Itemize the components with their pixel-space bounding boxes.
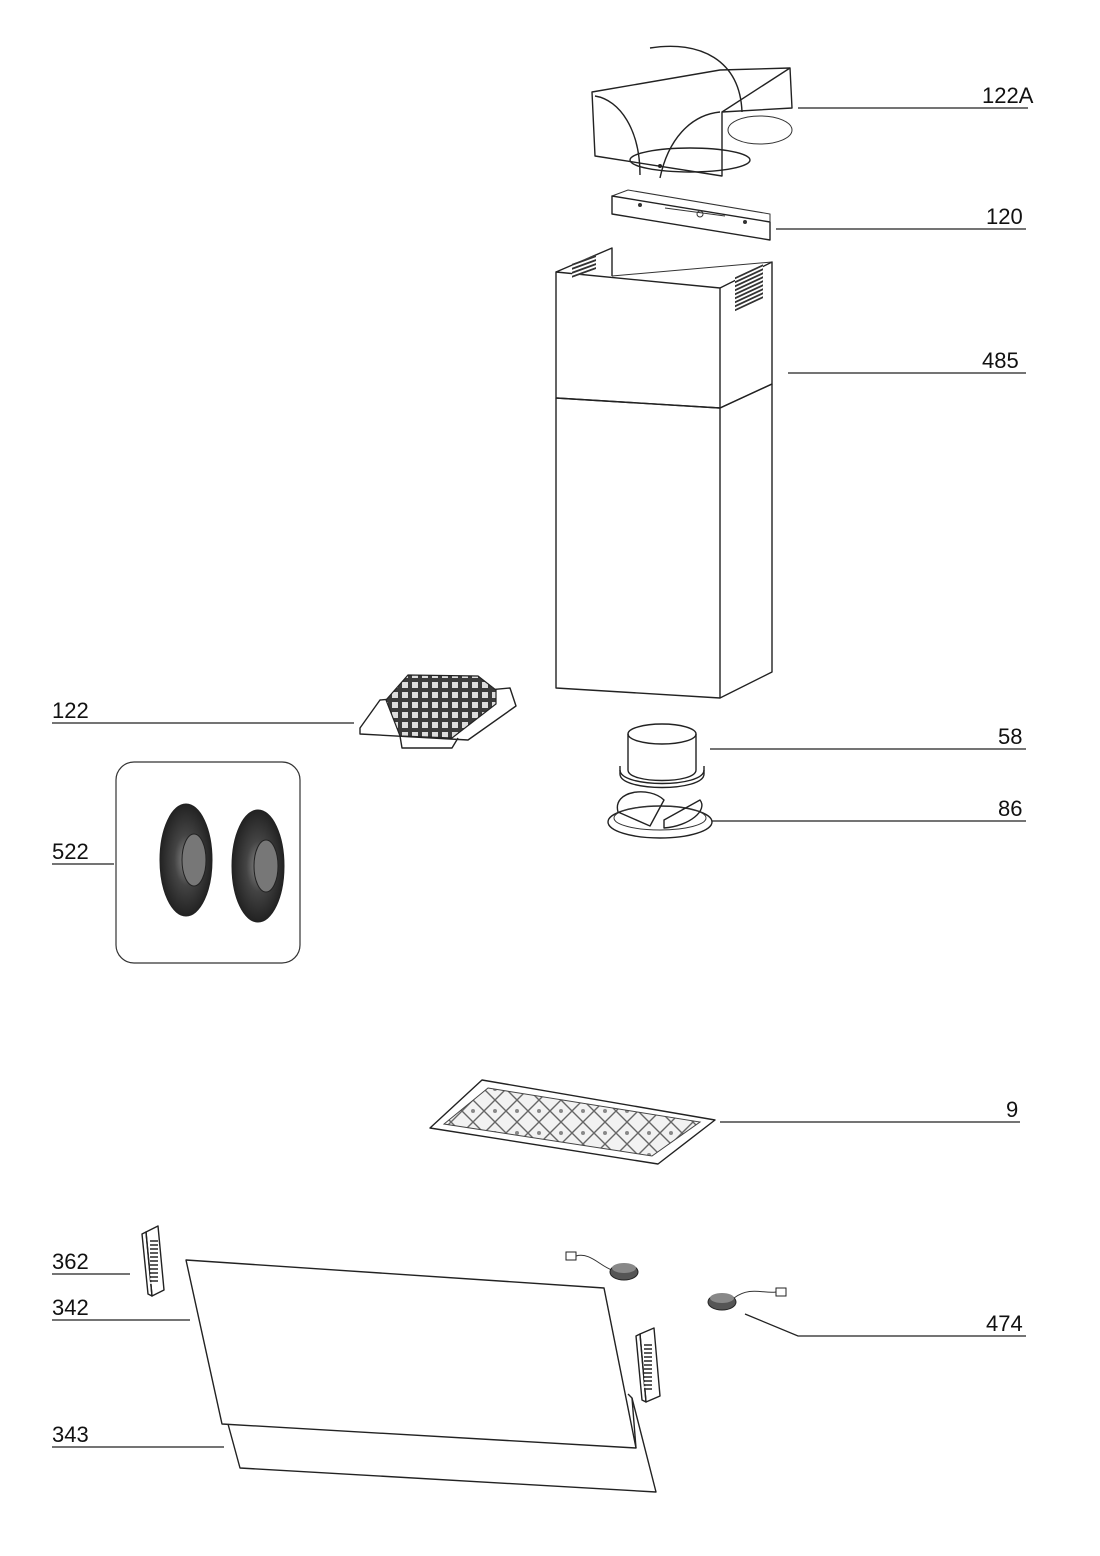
leader-474: [744, 1313, 1026, 1337]
callout-9: 9: [1006, 1097, 1018, 1122]
callout-122A: 122A: [982, 83, 1034, 108]
callout-474: 474: [986, 1311, 1023, 1336]
callout-522: 522: [52, 839, 89, 864]
callout-58: 58: [998, 724, 1022, 749]
callout-485: 485: [982, 348, 1019, 373]
part-9-grease-filter: [429, 1079, 716, 1165]
callout-122: 122: [52, 698, 89, 723]
part-122-filter-housing: [359, 674, 517, 749]
part-474-lamp: [565, 1251, 787, 1311]
callout-343: 343: [52, 1422, 89, 1447]
part-120-mounting-bracket: [611, 189, 771, 241]
callout-342: 342: [52, 1295, 89, 1320]
part-342-glass-panel: [185, 1259, 637, 1449]
part-362-side-clip: [141, 1225, 661, 1403]
part-122A-duct-adapter: [591, 45, 793, 179]
callout-86: 86: [998, 796, 1022, 821]
part-86-non-return-valve: [607, 791, 713, 839]
callout-120: 120: [986, 204, 1023, 229]
callout-362: 362: [52, 1249, 89, 1274]
part-343-lower-glass: [227, 1393, 657, 1493]
part-522-carbon-filters: [115, 761, 301, 964]
part-485-chimney-cover: [555, 247, 773, 699]
part-58-collar: [619, 723, 705, 789]
